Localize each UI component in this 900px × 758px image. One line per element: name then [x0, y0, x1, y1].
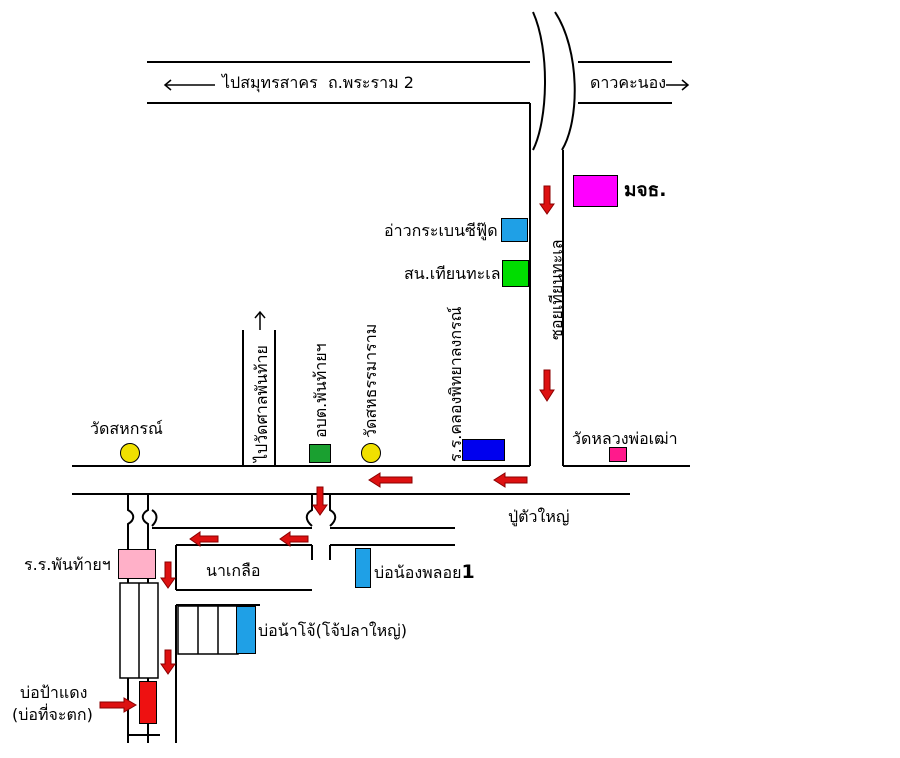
label-son-thian: สน.เทียนทะเล	[404, 264, 501, 283]
red-arrow-7	[279, 531, 309, 547]
label-to-samut-sakhon: ไปสมุทรสาคร	[222, 73, 318, 92]
marker-bo-nong-ploy	[355, 548, 371, 588]
marker-mjth	[573, 175, 618, 207]
marker-school-phanthai	[118, 549, 156, 579]
middle-road-left-left	[127, 494, 135, 743]
flyover-right	[554, 11, 576, 151]
red-arrow-2	[539, 369, 555, 402]
flyover-left	[532, 11, 546, 151]
label-bo-pa-daeng: บ่อป้าแดง	[20, 683, 88, 702]
right-median-left	[329, 494, 337, 527]
label-rama2: ถ.พระราม 2	[328, 73, 414, 92]
marker-wat-luang-po	[609, 447, 627, 462]
label-wat-sahatham: วัดสหธรรมาราม	[361, 323, 380, 438]
label-bo-nong-ploy: บ่อน้องพลอย1	[374, 561, 475, 583]
label-bo-nam-jo: บ่อน้าโจ้(โจ้ปลาใหญ่)	[258, 621, 408, 640]
red-arrow-10	[99, 697, 137, 713]
marker-obt-phanthai	[309, 444, 331, 463]
marker-school-khlong	[462, 439, 505, 461]
marker-bo-nam-jo	[236, 606, 256, 654]
label-pu-tua-yai: ปู่ตัวใหญ่	[508, 507, 570, 526]
label-obt-phanthai: อบต.พันท้ายฯ	[311, 343, 330, 438]
building-row	[177, 605, 239, 655]
label-bo-ti-ja-tok: (บ่อที่จะตก)	[12, 705, 93, 724]
marker-wat-sahatham	[361, 443, 381, 463]
middle-road-left-right	[141, 494, 149, 743]
label-wat-sahakorn: วัดสหกรณ์	[90, 419, 163, 438]
red-arrow-4	[368, 472, 413, 488]
label-mjth: มจธ.	[624, 179, 667, 201]
arrow-samut-sakhon-head	[163, 79, 172, 91]
label-na-kluea: นาเกลือ	[206, 561, 261, 580]
marker-son-thian	[502, 260, 529, 287]
arrow-phanthai-up-head	[254, 310, 266, 319]
label-to-wat-phanthai: ไปวัดศาลพันท้าย	[252, 345, 271, 462]
red-arrow-5	[312, 486, 328, 516]
red-arrow-8	[160, 561, 176, 589]
median-right	[305, 494, 313, 527]
marker-aow-krabern	[501, 218, 528, 242]
label-aow-krabern: อ่าวกระเบนซีฟู๊ด	[384, 221, 498, 240]
label-soi-thian: ซอยเทียนทะเล	[547, 239, 566, 340]
label-dao-khanong: ดาวคะนอง	[590, 73, 667, 92]
red-arrow-1	[539, 185, 555, 215]
arrow-dao-khanong-head	[681, 79, 690, 91]
label-wat-luang-po: วัดหลวงพ่อเฒ่า	[572, 429, 678, 448]
red-arrow-6	[189, 531, 219, 547]
label-school-phanthai: ร.ร.พันท้ายฯ	[24, 555, 111, 574]
marker-wat-sahakorn	[120, 443, 140, 463]
marker-bo-pa-daeng	[139, 681, 157, 724]
median-left	[151, 509, 158, 527]
red-arrow-9	[160, 649, 176, 675]
red-arrow-3	[493, 472, 528, 488]
